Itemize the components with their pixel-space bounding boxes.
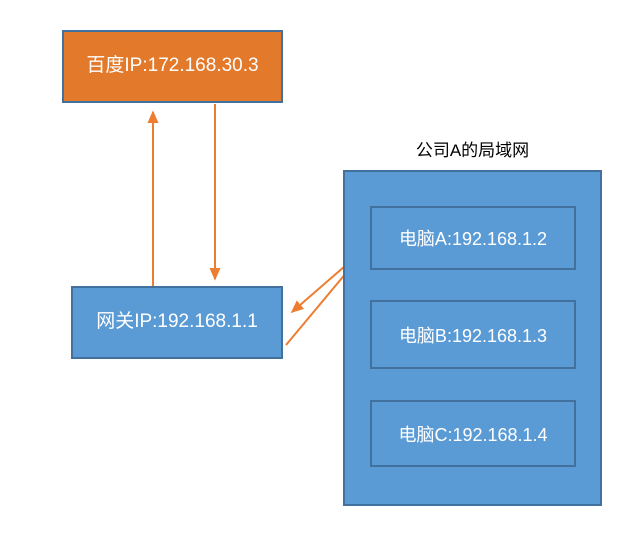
node-pc-b[interactable]: 电脑B:192.168.1.3 (370, 300, 576, 369)
node-baidu-label: 百度IP:172.168.30.3 (86, 55, 259, 77)
node-baidu-server[interactable]: 百度IP:172.168.30.3 (62, 30, 283, 103)
node-pc-a[interactable]: 电脑A:192.168.1.2 (370, 206, 576, 270)
node-pc-b-label: 电脑B:192.168.1.3 (398, 325, 548, 346)
node-pc-c-label: 电脑C:192.168.1.4 (398, 424, 548, 445)
node-pc-c[interactable]: 电脑C:192.168.1.4 (370, 400, 576, 467)
node-pc-a-label: 电脑A:192.168.1.2 (398, 229, 548, 249)
node-gateway-label: 网关IP:192.168.1.1 (96, 311, 258, 333)
node-gateway[interactable]: 网关IP:192.168.1.1 (71, 286, 283, 359)
lan-title: 公司A的局域网 (415, 141, 530, 160)
